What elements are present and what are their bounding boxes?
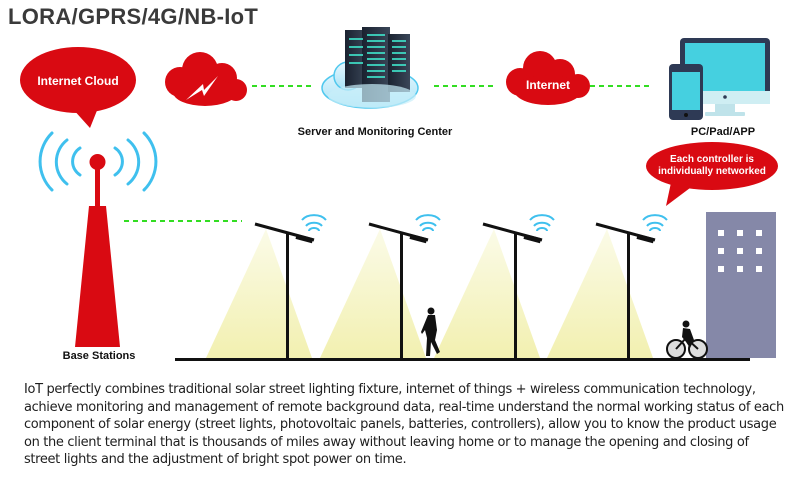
base-station-tower-icon [38,131,158,347]
pc-pad-app-label: PC/Pad/APP [690,126,756,138]
page-title: LORA/GPRS/4G/NB-IoT [8,4,259,29]
internet-cloud-label: Internet [525,78,570,92]
street-light-3 [434,214,555,358]
server-monitoring-label: Server and Monitoring Center [297,126,453,138]
internet-cloud [506,51,590,105]
street-light-2 [320,214,441,358]
pc-pad-icon [669,38,770,120]
street-light-4 [547,214,668,358]
pedestrian-icon [421,307,440,356]
lightning-cloud-icon [165,52,247,106]
building-icon [706,212,776,358]
street-light-1 [206,214,327,358]
base-stations-label: Base Stations [62,350,136,362]
controller-bubble-line-1: Each controller is [670,154,754,165]
dashed-links [124,85,650,222]
internet-cloud-bubble [20,47,136,128]
server-cloud-icon [321,27,419,109]
cyclist-icon [666,320,708,359]
description-paragraph: IoT perfectly combines traditional solar… [24,382,784,468]
controller-bubble [646,142,778,206]
ground-line [175,358,750,361]
controller-bubble-line-2: individually networked [658,166,766,177]
controller-bubble-text: Each controller is individually networke… [648,154,776,178]
internet-cloud-bubble-label: Internet Cloud [37,74,119,88]
